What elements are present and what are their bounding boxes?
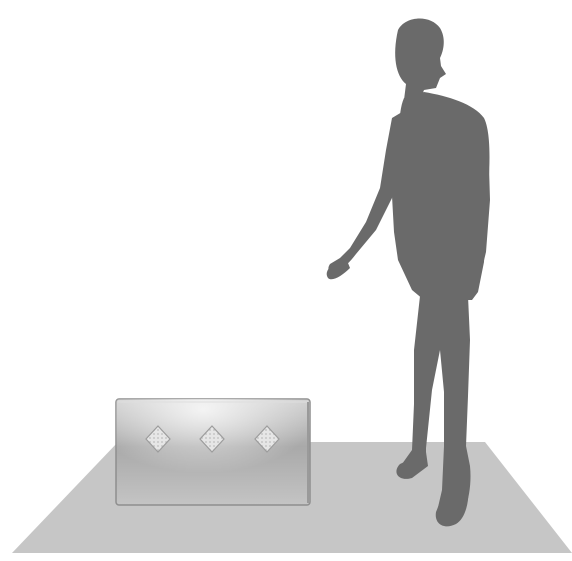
metal-box	[116, 399, 310, 505]
